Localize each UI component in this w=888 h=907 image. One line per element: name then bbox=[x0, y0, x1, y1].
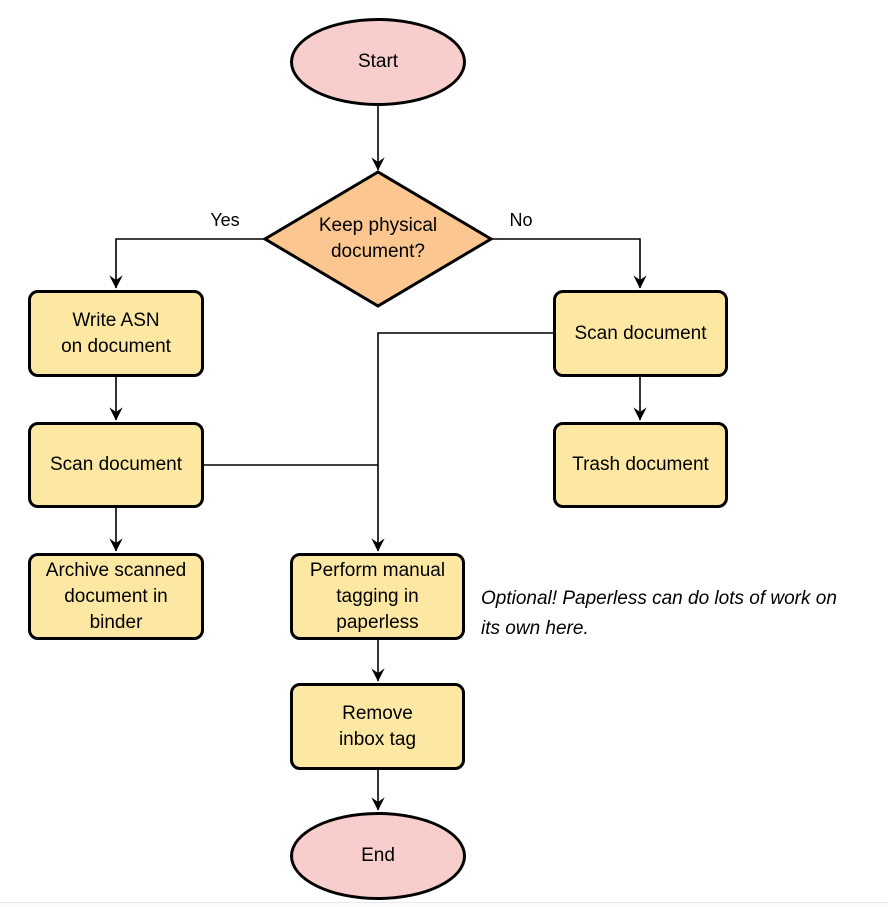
edge-decision-yes-to-write-asn bbox=[109, 238, 265, 289]
node-end-label: End bbox=[361, 845, 395, 866]
decision-diamond-shape bbox=[262, 170, 494, 308]
edge-decision-no-to-scan-right bbox=[491, 238, 647, 289]
node-manual-tagging: Perform manual tagging in paperless bbox=[290, 553, 465, 640]
node-remove-inbox-tag-label: Remove inbox tag bbox=[338, 702, 417, 750]
node-write-asn-label: Write ASN on document bbox=[61, 309, 171, 357]
node-write-asn: Write ASN on document bbox=[28, 290, 204, 377]
node-scan-document-right: Scan document bbox=[553, 290, 728, 377]
node-remove-inbox-tag: Remove inbox tag bbox=[290, 683, 465, 770]
node-start: Start bbox=[290, 18, 466, 106]
node-archive-scanned-label: Archive scanned document in binder bbox=[45, 559, 187, 633]
node-end: End bbox=[290, 812, 466, 900]
edge-scan-right-to-tagging bbox=[371, 332, 553, 552]
node-scan-document-right-label: Scan document bbox=[574, 322, 707, 344]
edge-label-yes: Yes bbox=[210, 210, 240, 230]
node-scan-document-left: Scan document bbox=[28, 422, 204, 508]
node-trash-document: Trash document bbox=[553, 422, 728, 508]
node-start-label: Start bbox=[357, 51, 399, 72]
page-boundary-line bbox=[0, 902, 888, 903]
node-decision-label: Keep physical document? bbox=[318, 215, 438, 262]
optional-note: Optional! Paperless can do lots of work … bbox=[481, 588, 837, 639]
edge-label-no: No bbox=[509, 210, 533, 230]
node-archive-scanned: Archive scanned document in binder bbox=[28, 553, 204, 640]
node-trash-document-label: Trash document bbox=[572, 454, 709, 475]
page-boundary-margin bbox=[0, 903, 888, 907]
node-scan-document-left-label: Scan document bbox=[49, 454, 183, 475]
node-manual-tagging-label: Perform manual tagging in paperless bbox=[309, 559, 446, 633]
